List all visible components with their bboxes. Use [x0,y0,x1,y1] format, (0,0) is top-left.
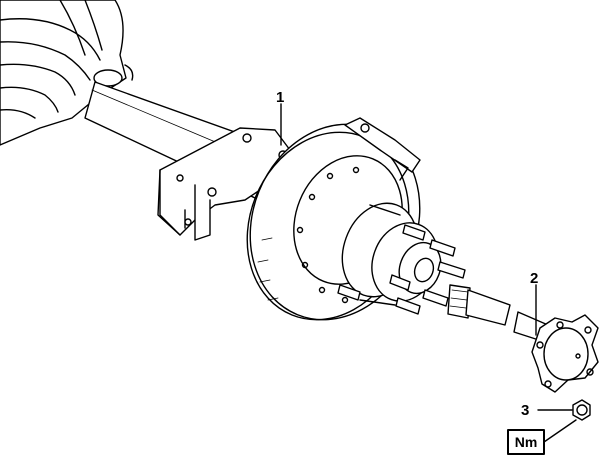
dust-shield [344,117,421,181]
differential-housing [0,0,127,146]
wheel-hub [341,202,442,306]
torque-box [507,429,545,455]
torque-label: Nm [515,434,538,450]
axle-flange [531,314,599,393]
spring-seat-bracket [157,127,291,241]
callout-2: 2 [530,270,538,287]
leader-line-nm [543,419,577,443]
axle-shaft [447,284,549,343]
flange-nut [572,399,591,421]
wheel-studs [337,224,466,315]
callout-3: 3 [521,402,529,419]
callout-1: 1 [276,89,284,106]
